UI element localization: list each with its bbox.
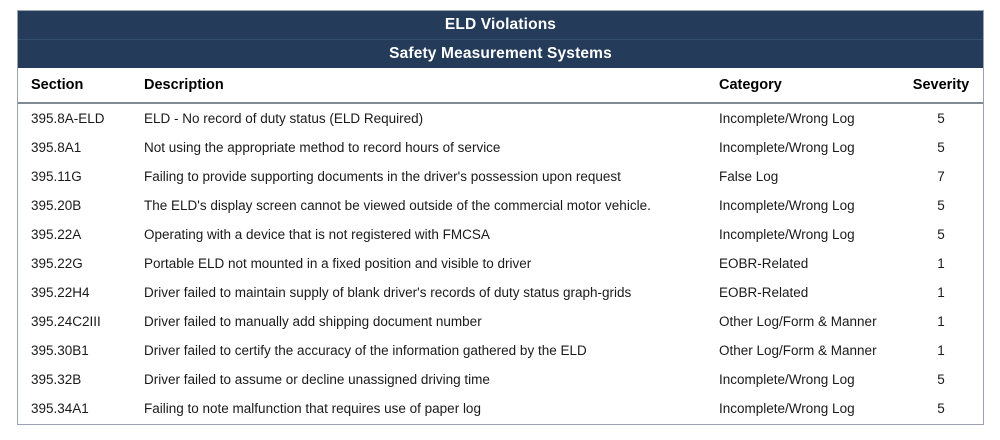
table-row: 395.8A-ELD ELD - No record of duty status…: [18, 103, 983, 133]
table-row: 395.8A1 Not using the appropriate method …: [18, 133, 983, 162]
cell-category: Incomplete/Wrong Log: [719, 372, 855, 387]
cell-severity: 1: [937, 285, 945, 300]
column-header-description: Description: [139, 68, 713, 104]
cell-description: Driver failed to certify the accuracy of…: [144, 343, 587, 358]
cell-severity: 5: [937, 401, 945, 416]
cell-category: Incomplete/Wrong Log: [719, 401, 855, 416]
banner-subtitle: Safety Measurement Systems: [389, 45, 612, 62]
cell-description: Driver failed to maintain supply of blan…: [144, 285, 632, 300]
cell-description: Driver failed to assume or decline unass…: [144, 372, 490, 387]
cell-section: 395.8A1: [31, 140, 82, 155]
cell-description: Failing to note malfunction that require…: [144, 401, 481, 416]
table-header: Section Description Category Severity: [18, 68, 983, 104]
cell-category: Incomplete/Wrong Log: [719, 227, 855, 242]
table-header-row: Section Description Category Severity: [18, 68, 983, 104]
banner-title: ELD Violations: [444, 16, 557, 33]
table-row: 395.11G Failing to provide supporting doc…: [18, 162, 983, 191]
cell-severity: 5: [937, 140, 945, 155]
table-row: 395.20B The ELD's display screen cannot b…: [18, 191, 983, 220]
table-row: 395.34A1 Failing to note malfunction that…: [18, 394, 983, 424]
cell-section: 395.11G: [31, 169, 82, 184]
cell-severity: 1: [937, 256, 945, 271]
cell-description: Operating with a device that is not regi…: [144, 227, 490, 242]
table-row: 395.32B Driver failed to assume or declin…: [18, 365, 983, 394]
violations-table: Section Description Category Severity 39…: [18, 68, 983, 424]
cell-severity: 5: [937, 227, 945, 242]
cell-severity: 5: [937, 372, 945, 387]
cell-severity: 7: [937, 169, 945, 184]
column-header-category: Category: [713, 68, 907, 104]
table-row: 395.22G Portable ELD not mounted in a fix…: [18, 249, 983, 278]
column-header-section: Section: [18, 68, 139, 104]
cell-description: Driver failed to manually add shipping d…: [144, 314, 482, 329]
table-row: 395.22H4 Driver failed to maintain supply…: [18, 278, 983, 307]
cell-category: Other Log/Form & Manner: [719, 343, 877, 358]
cell-category: Incomplete/Wrong Log: [719, 140, 855, 155]
table-row: 395.30B1 Driver failed to certify the acc…: [18, 336, 983, 365]
eld-violations-table-container: ELD Violations Safety Measurement System…: [17, 10, 984, 425]
table-row: 395.24C2III Driver failed to manually add…: [18, 307, 983, 336]
cell-category: EOBR-Related: [719, 256, 809, 271]
cell-severity: 5: [937, 111, 945, 126]
cell-category: EOBR-Related: [719, 285, 809, 300]
cell-description: Failing to provide supporting documents …: [144, 169, 621, 184]
cell-severity: 1: [937, 343, 945, 358]
cell-description: ELD - No record of duty status (ELD Requ…: [144, 111, 424, 126]
cell-description: The ELD's display screen cannot be viewe…: [144, 198, 651, 213]
banner-divider: [18, 39, 983, 40]
cell-category: False Log: [719, 169, 779, 184]
cell-section: 395.20B: [31, 198, 82, 213]
cell-section: 395.22H4: [31, 285, 90, 300]
cell-severity: 1: [937, 314, 945, 329]
cell-section: 395.30B1: [31, 343, 89, 358]
cell-section: 395.34A1: [31, 401, 89, 416]
cell-section: 395.22A: [31, 227, 82, 242]
cell-section: 395.24C2III: [31, 314, 101, 329]
table-row: 395.22A Operating with a device that is n…: [18, 220, 983, 249]
cell-category: Incomplete/Wrong Log: [719, 111, 855, 126]
table-body: 395.8A-ELD ELD - No record of duty status…: [18, 103, 983, 424]
cell-section: 395.8A-ELD: [31, 111, 105, 126]
cell-category: Incomplete/Wrong Log: [719, 198, 855, 213]
cell-description: Not using the appropriate method to reco…: [144, 140, 501, 155]
cell-section: 395.22G: [31, 256, 83, 271]
table-banner: ELD Violations Safety Measurement System…: [18, 11, 983, 68]
cell-severity: 5: [937, 198, 945, 213]
cell-description: Portable ELD not mounted in a fixed posi…: [144, 256, 532, 271]
cell-category: Other Log/Form & Manner: [719, 314, 877, 329]
column-header-severity: Severity: [907, 68, 983, 104]
cell-section: 395.32B: [31, 372, 82, 387]
